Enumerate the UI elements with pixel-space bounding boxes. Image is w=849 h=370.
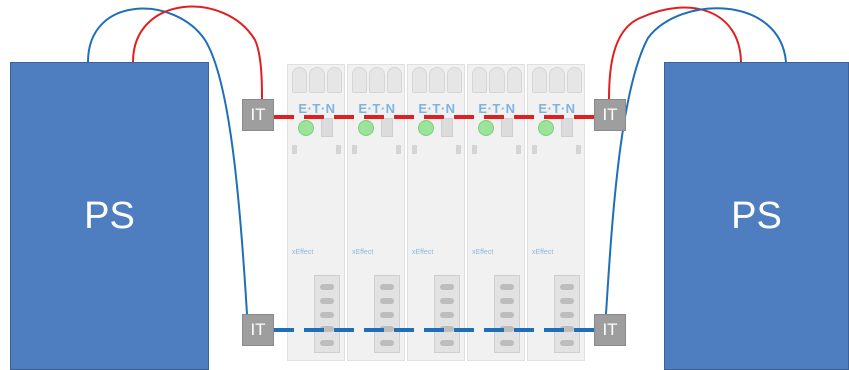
module-subtext: xEffect	[352, 249, 374, 256]
status-led-icon	[298, 120, 314, 136]
module-slot	[381, 118, 393, 137]
module-brand-logo: E·T·N	[478, 101, 516, 116]
module-terminals	[472, 67, 522, 95]
left-red-wire-arc	[132, 5, 263, 100]
power-supply-left-label: PS	[84, 194, 135, 237]
eaton-module-3: E·T·N xEffect	[407, 64, 465, 361]
module-bottom-terminal	[374, 275, 400, 353]
module-brand-logo: E·T·N	[538, 101, 576, 116]
eaton-module-1: E·T·N xEffect	[287, 64, 345, 361]
eaton-module-4: E·T·N xEffect	[467, 64, 525, 361]
module-terminals	[352, 67, 402, 95]
module-subtext: xEffect	[472, 249, 494, 256]
status-led-icon	[478, 120, 494, 136]
module-subtext: xEffect	[412, 249, 434, 256]
module-bottom-terminal	[434, 275, 460, 353]
module-subtext: xEffect	[532, 249, 554, 256]
module-slot	[561, 118, 573, 137]
module-bottom-terminal	[554, 275, 580, 353]
right-blue-wire-arc	[605, 7, 787, 315]
module-subtext: xEffect	[292, 249, 314, 256]
module-brand-logo: E·T·N	[418, 101, 456, 116]
module-brand-logo: E·T·N	[358, 101, 396, 116]
eaton-module-5: E·T·N xEffect	[527, 64, 585, 361]
power-supply-right: PS	[664, 62, 849, 370]
module-slot	[501, 118, 513, 137]
it-terminal-top-left: IT	[242, 99, 274, 131]
power-supply-right-label: PS	[731, 194, 782, 237]
module-slot	[441, 118, 453, 137]
left-blue-wire-arc	[87, 7, 248, 315]
status-led-icon	[538, 120, 554, 136]
module-slot	[321, 118, 333, 137]
it-terminal-bottom-left: IT	[242, 314, 274, 346]
right-red-wire-arc	[608, 6, 742, 100]
module-bottom-terminal	[314, 275, 340, 353]
status-led-icon	[358, 120, 374, 136]
power-supply-left: PS	[10, 62, 209, 370]
it-terminal-top-right: IT	[594, 99, 626, 131]
module-terminals	[532, 67, 582, 95]
module-terminals	[292, 67, 342, 95]
eaton-module-2: E·T·N xEffect	[347, 64, 405, 361]
module-brand-logo: E·T·N	[298, 101, 336, 116]
module-terminals	[412, 67, 462, 95]
it-terminal-bottom-right: IT	[594, 314, 626, 346]
module-bottom-terminal	[494, 275, 520, 353]
status-led-icon	[418, 120, 434, 136]
